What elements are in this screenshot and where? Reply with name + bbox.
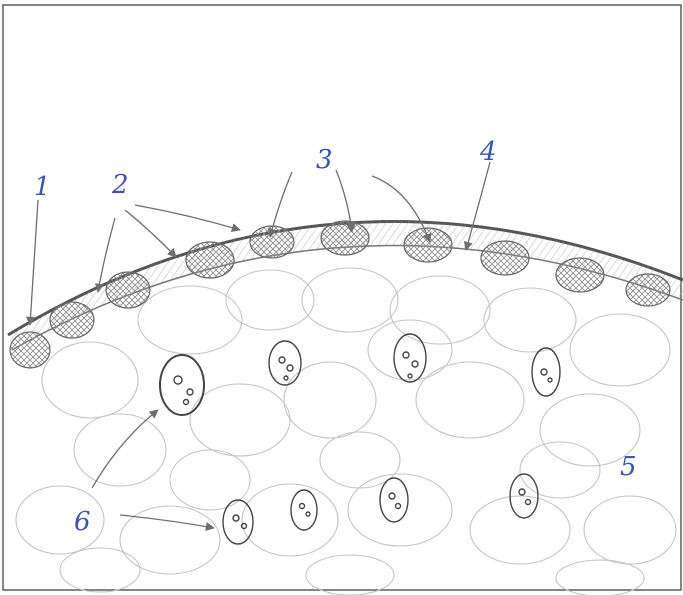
nucleated-cell — [380, 478, 408, 522]
arrow-2b — [125, 210, 176, 257]
nucleated-cell — [532, 348, 560, 396]
nucleated-cell — [291, 490, 317, 530]
arrow-1 — [30, 200, 38, 325]
nucleated-cell — [269, 341, 301, 385]
label-2: 2 — [111, 170, 129, 200]
nucleated-cell — [160, 355, 204, 415]
pointer-arrows — [30, 162, 490, 528]
nucleated-cell — [223, 500, 253, 544]
nucleated-cell — [394, 334, 426, 382]
label-3: 3 — [316, 145, 333, 175]
label-5: 5 — [620, 452, 637, 482]
label-1: 1 — [34, 172, 51, 202]
arrow-2c — [135, 205, 240, 230]
cells-with-nuclei — [160, 334, 560, 544]
label-6: 6 — [74, 507, 91, 537]
label-4: 4 — [479, 137, 497, 167]
arrow-6b — [120, 515, 214, 528]
parenchyma-tissue — [16, 268, 676, 595]
